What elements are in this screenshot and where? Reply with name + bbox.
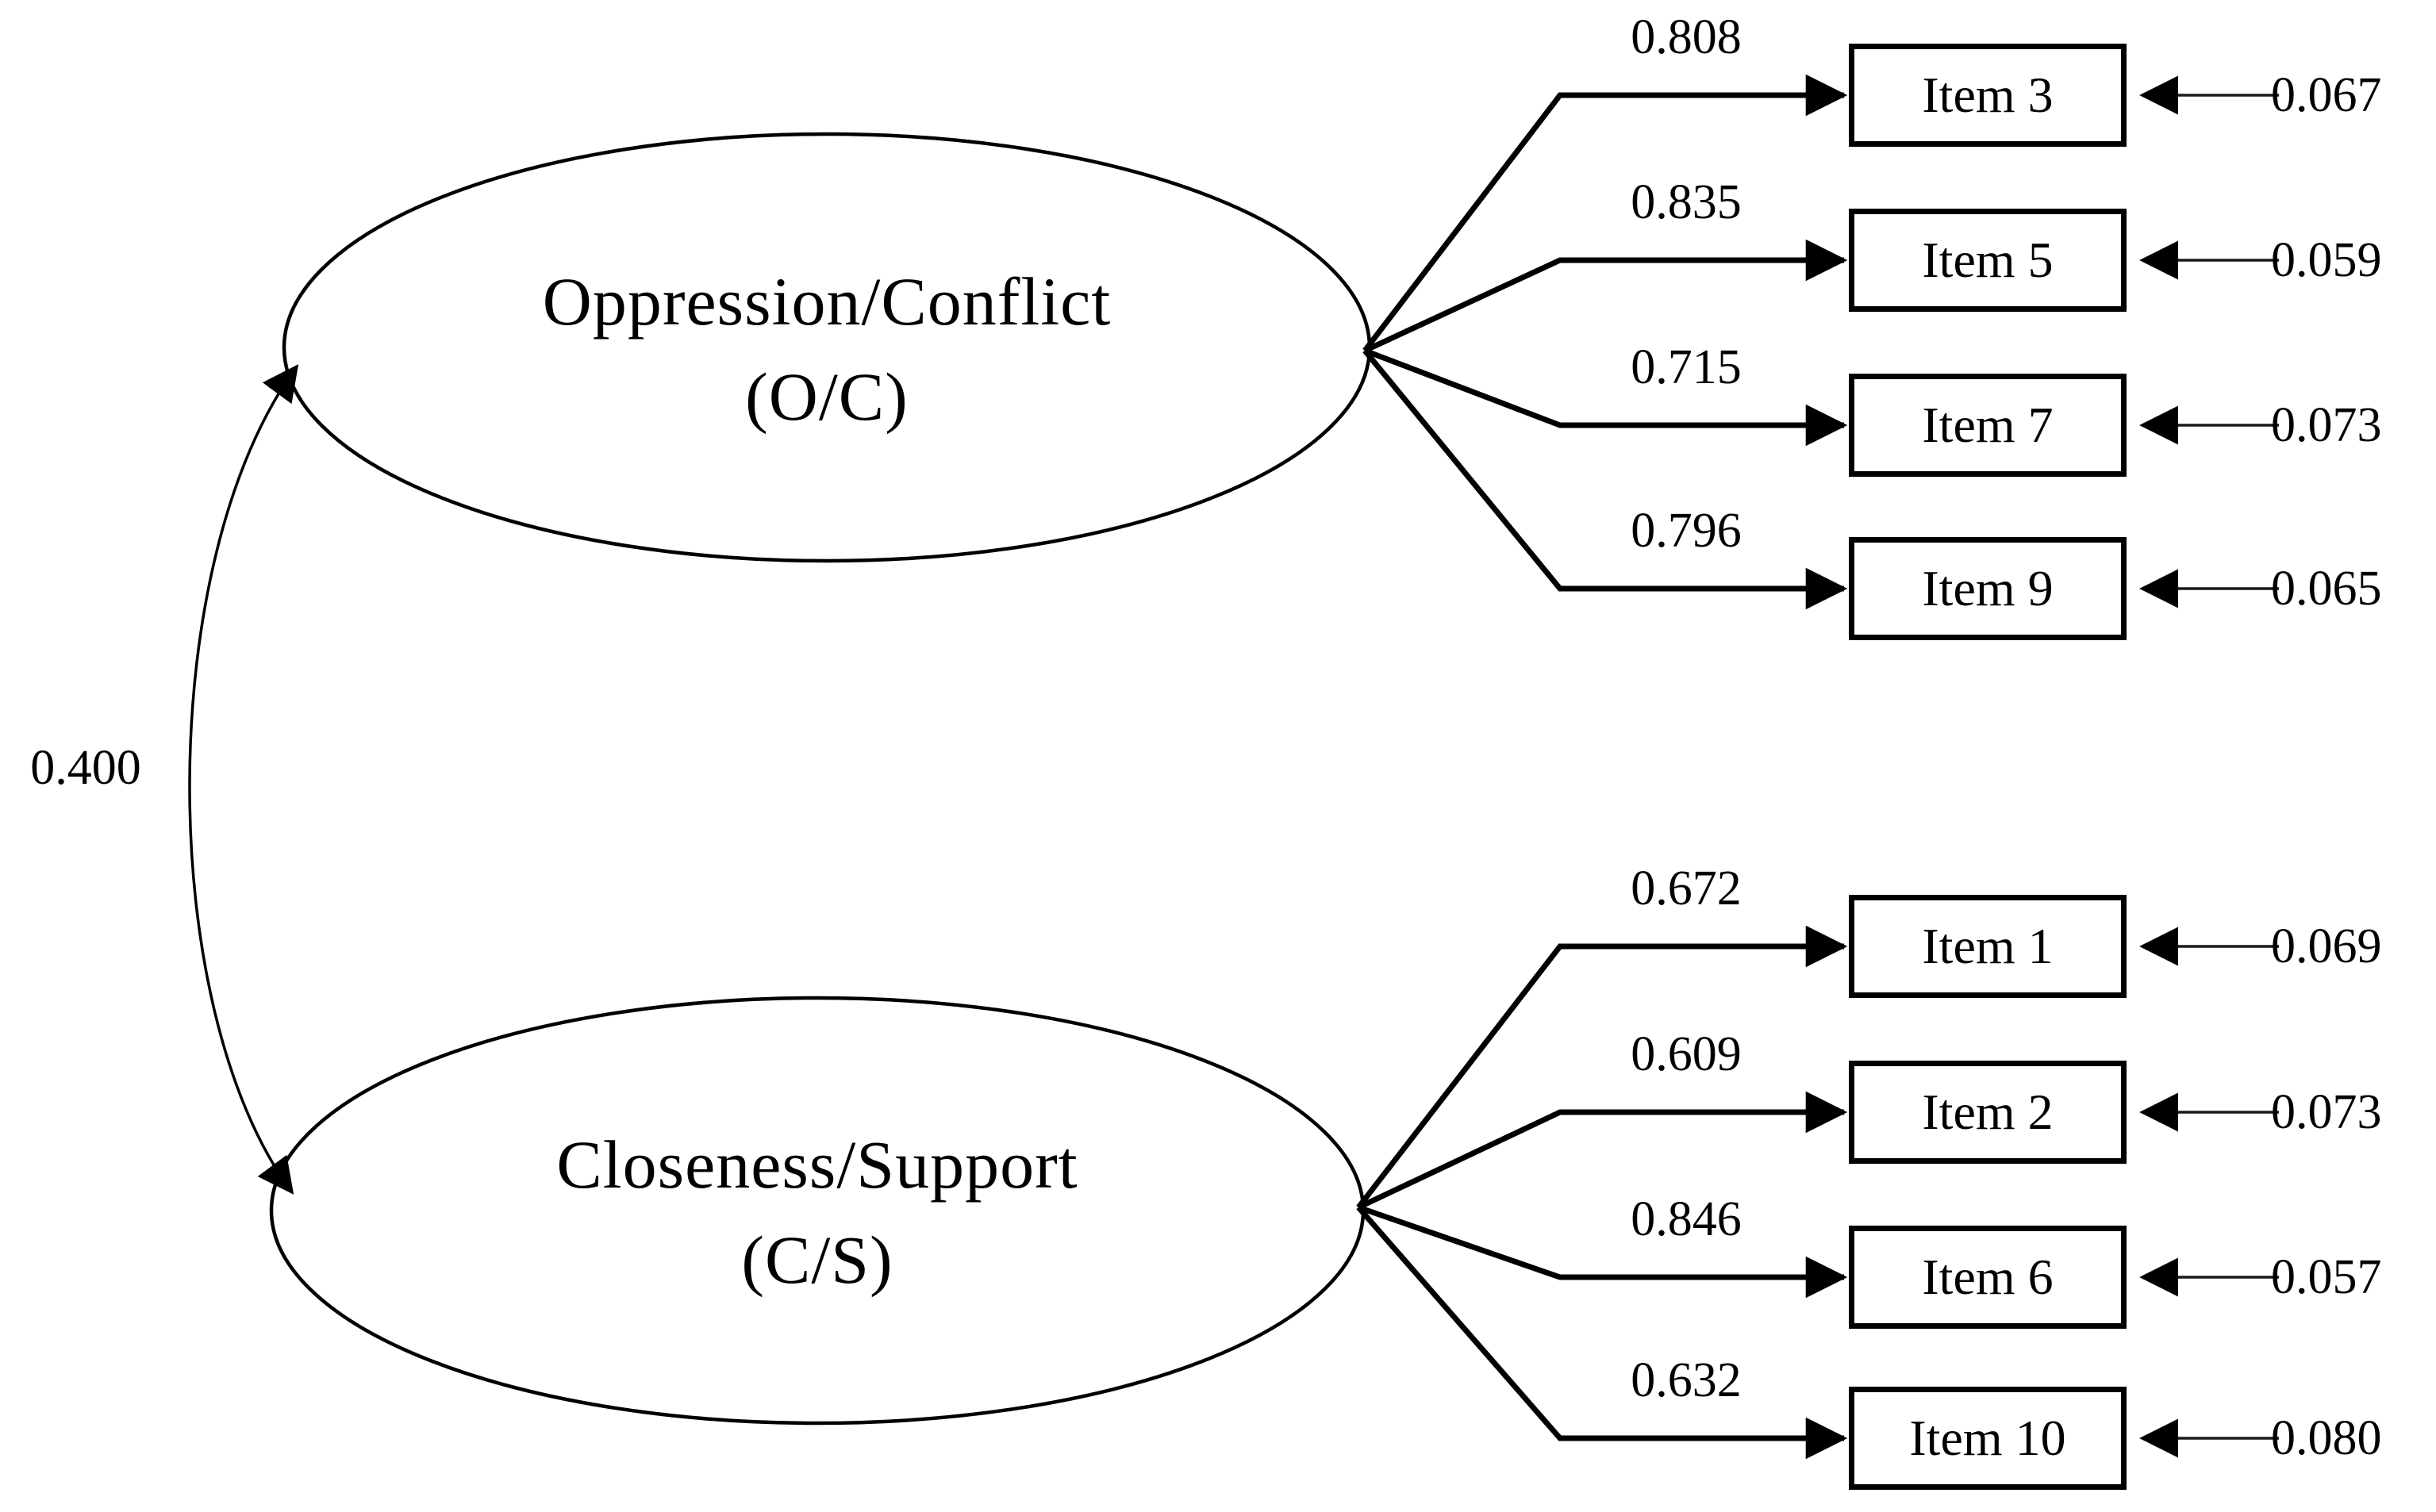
item-box-10: Item 10	[1849, 1387, 2127, 1490]
error-value-item-7: 0.073	[2271, 398, 2382, 452]
loading-value-item-10: 0.632	[1631, 1353, 1742, 1407]
factor-abbr-oc: (O/C)	[745, 359, 909, 435]
error-value-item-5: 0.059	[2271, 233, 2382, 287]
loading-value-item-7: 0.715	[1631, 340, 1742, 394]
item-label-3: Item 3	[1922, 67, 2054, 123]
error-value-item-6: 0.057	[2271, 1250, 2382, 1304]
item-box-6: Item 6	[1849, 1226, 2127, 1329]
item-label-9: Item 9	[1922, 560, 2054, 616]
factor-label-oc: Oppression/Conflict (O/C)	[390, 254, 1263, 444]
error-value-item-9: 0.065	[2271, 562, 2382, 616]
item-box-9: Item 9	[1849, 537, 2127, 640]
loading-value-item-5: 0.835	[1631, 175, 1742, 229]
item-box-2: Item 2	[1849, 1061, 2127, 1164]
item-box-7: Item 7	[1849, 374, 2127, 477]
factor-label-cs: Closeness/Support (C/S)	[381, 1117, 1254, 1307]
loading-arrow-item-3	[1362, 74, 1848, 353]
loading-value-item-2: 0.609	[1631, 1027, 1742, 1081]
loading-arrow-item-7	[1363, 347, 1848, 447]
loading-arrow-item-6	[1357, 1204, 1848, 1299]
loading-arrow-item-5	[1363, 239, 1848, 354]
error-value-item-1: 0.069	[2271, 919, 2382, 973]
loading-arrow-item-1	[1356, 925, 1848, 1210]
item-label-6: Item 6	[1922, 1249, 2054, 1305]
loading-arrow-item-9	[1362, 348, 1848, 610]
correlation-value: 0.400	[30, 741, 141, 795]
item-box-1: Item 1	[1849, 895, 2127, 998]
error-value-item-10: 0.080	[2271, 1411, 2382, 1465]
loading-arrow-item-2	[1357, 1091, 1848, 1211]
correlation-arrow	[188, 364, 299, 1195]
loading-arrow-item-10	[1356, 1205, 1848, 1460]
error-value-item-2: 0.073	[2271, 1085, 2382, 1139]
factor-abbr-cs: (C/S)	[741, 1222, 893, 1298]
item-label-2: Item 2	[1922, 1084, 2054, 1140]
item-label-10: Item 10	[1909, 1410, 2066, 1466]
loading-value-item-1: 0.672	[1631, 862, 1742, 915]
error-value-item-3: 0.067	[2271, 68, 2382, 122]
item-label-7: Item 7	[1922, 397, 2054, 453]
item-box-3: Item 3	[1849, 44, 2127, 147]
item-label-1: Item 1	[1922, 918, 2054, 974]
item-label-5: Item 5	[1922, 232, 2054, 288]
loading-value-item-3: 0.808	[1631, 10, 1742, 64]
item-box-5: Item 5	[1849, 209, 2127, 312]
loading-value-item-6: 0.846	[1631, 1192, 1742, 1246]
loading-value-item-9: 0.796	[1631, 504, 1742, 558]
factor-name-oc: Oppression/Conflict	[542, 263, 1112, 340]
factor-name-cs: Closeness/Support	[556, 1126, 1078, 1203]
